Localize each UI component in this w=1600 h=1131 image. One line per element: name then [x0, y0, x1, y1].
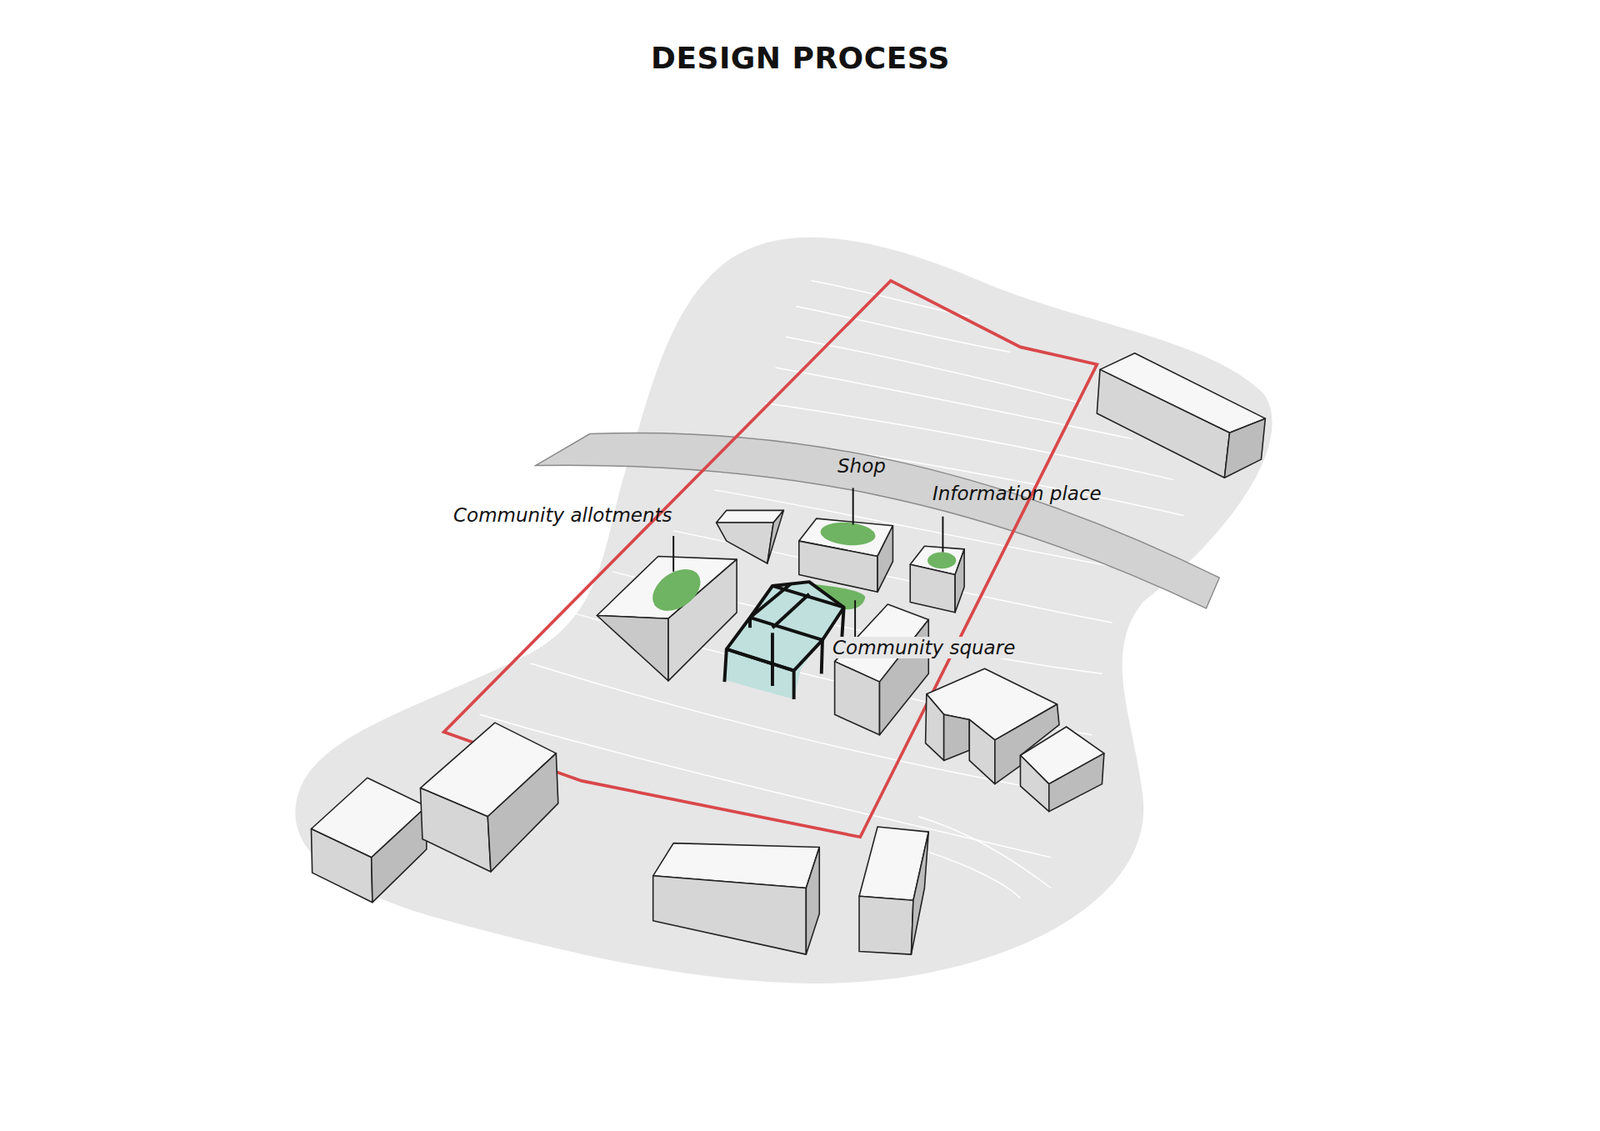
callout-label: Information place [930, 482, 1105, 505]
site-buildings [596, 510, 965, 735]
terrain-ground [295, 237, 1272, 984]
leader-lines [673, 487, 943, 637]
callout-label: Community allotments [450, 504, 675, 526]
pergola-frame [724, 581, 844, 700]
diagram-title: DESIGN PROCESS [650, 40, 950, 75]
surrounding-buildings [310, 353, 1265, 955]
callout-label: Shop [835, 455, 889, 477]
callout-label: Community square [830, 636, 1018, 659]
